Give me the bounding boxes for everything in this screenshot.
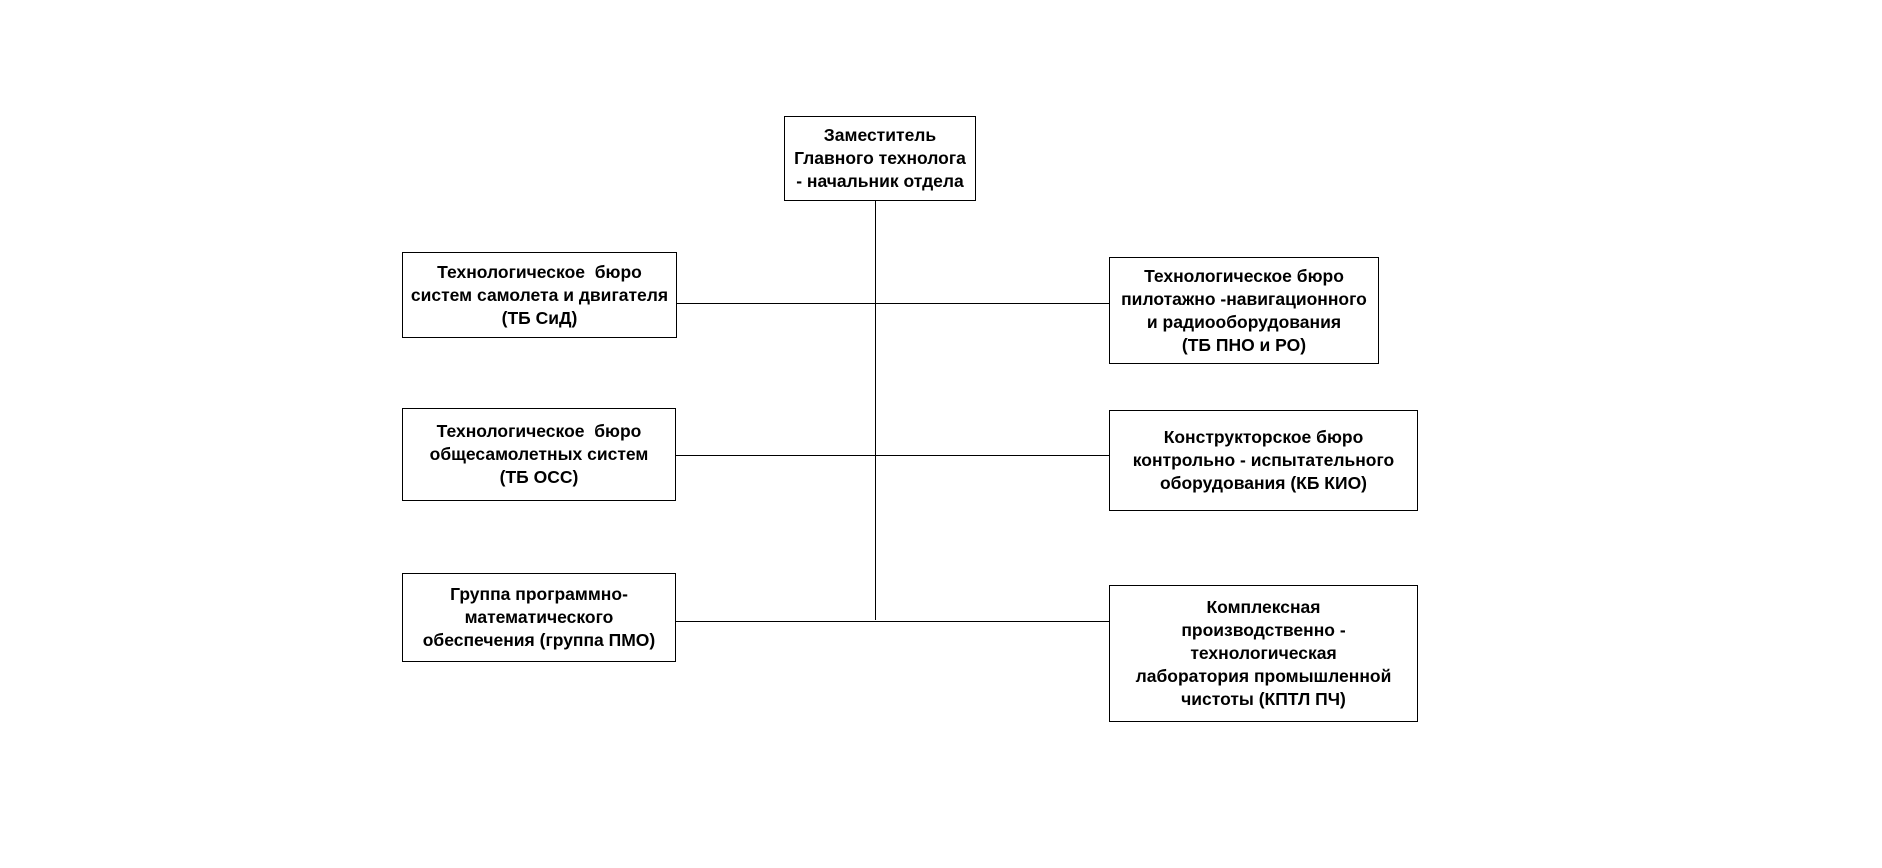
tb-oss-line-1: Технологическое бюро	[436, 421, 642, 441]
gr-pmo-line-2: математического	[464, 607, 614, 627]
connector-row-2	[675, 455, 1109, 457]
gr-pmo-line-3: обеспечения (группа ПМО)	[422, 630, 656, 650]
head-node: Заместитель Главного технолога - начальн…	[784, 116, 976, 201]
kb-kio-node: Конструкторское бюро контрольно - испыта…	[1109, 410, 1418, 511]
tb-oss-line-2: общесамолетных систем	[429, 444, 649, 464]
kptl-line-1: Комплексная	[1206, 597, 1321, 617]
tb-sid-line-2: систем самолета и двигателя	[410, 284, 669, 305]
kb-kio-line-3: оборудования (КБ КИО)	[1159, 473, 1368, 493]
kptl-node: Комплексная производственно - технологич…	[1109, 585, 1418, 722]
gr-pmo-node: Группа программно- математического обесп…	[402, 573, 676, 662]
tb-oss-line-3: (ТБ ОСС)	[499, 467, 579, 487]
head-node-line-1: Заместитель	[823, 125, 937, 145]
tb-oss-node: Технологическое бюро общесамолетных сист…	[402, 408, 676, 501]
connector-row-3	[675, 621, 1109, 623]
trunk-line	[875, 200, 877, 620]
tb-pno-line-2: пилотажно -навигационного	[1121, 288, 1367, 309]
tb-sid-line-3: (ТБ СиД)	[501, 307, 578, 328]
tb-pno-line-1: Технологическое бюро	[1144, 265, 1344, 286]
tb-pno-line-4: (ТБ ПНО и РО)	[1181, 334, 1307, 355]
tb-pno-line-3: и радиооборудования	[1146, 311, 1342, 332]
connector-row-1	[676, 303, 1109, 305]
head-node-line-2: Главного технолога	[794, 148, 966, 168]
head-node-line-3: - начальник отдела	[796, 171, 964, 191]
gr-pmo-line-1: Группа программно-	[450, 584, 628, 604]
kptl-line-4: лаборатория промышленной	[1135, 666, 1392, 686]
kptl-line-5: чистоты (КПТЛ ПЧ)	[1181, 689, 1346, 709]
tb-sid-line-1: Технологическое бюро	[437, 261, 642, 282]
tb-pno-node: Технологическое бюро пилотажно -навигаци…	[1109, 257, 1379, 364]
kb-kio-line-1: Конструкторское бюро	[1163, 427, 1364, 447]
kb-kio-line-2: контрольно - испытательного	[1132, 450, 1395, 470]
tb-sid-node: Технологическое бюро систем самолета и д…	[402, 252, 677, 338]
kptl-line-3: технологическая	[1190, 643, 1337, 663]
kptl-line-2: производственно -	[1181, 620, 1346, 640]
